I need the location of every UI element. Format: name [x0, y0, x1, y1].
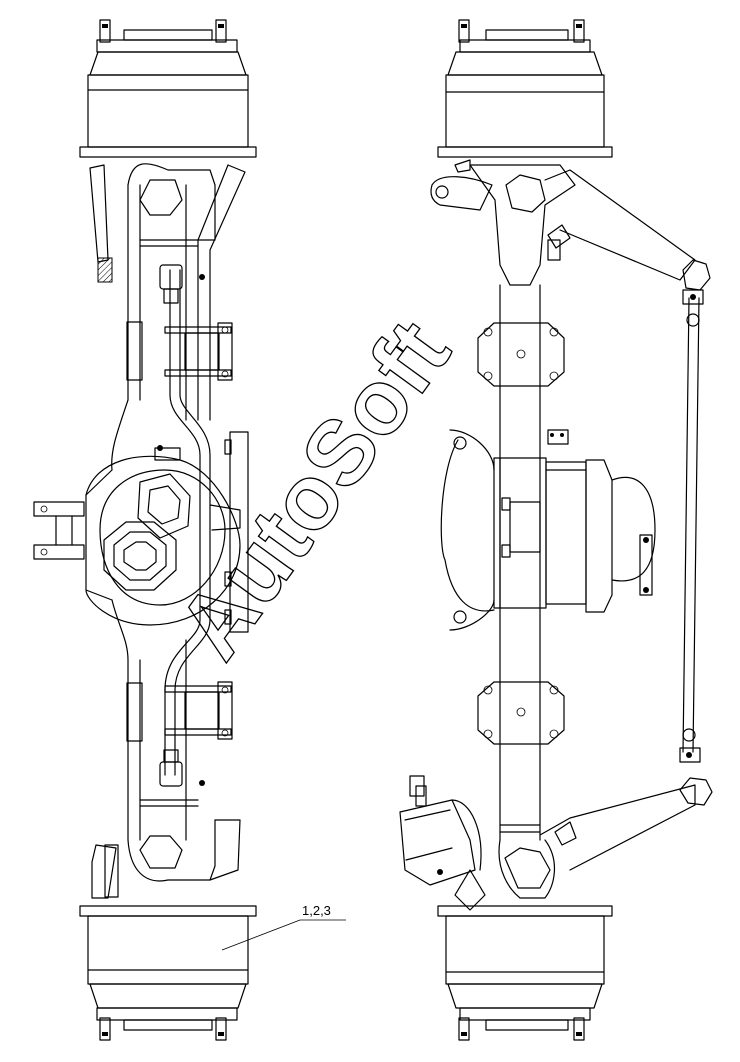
wheel-nut-icon [99, 19, 227, 43]
brake-chamber-lower [399, 775, 486, 911]
drive-flange-yoke [33, 501, 85, 560]
right-axle-view [399, 19, 713, 1041]
steering-knuckle-bottom [498, 777, 713, 899]
axle-beam-right [499, 284, 541, 841]
spring-bracket-left [164, 322, 233, 740]
brake-chamber-center [440, 429, 656, 631]
axle-beam-left [111, 163, 216, 882]
top-brake-drum-right [437, 19, 613, 158]
steering-arm-top [544, 169, 711, 291]
bottom-brake-drum-left [79, 905, 257, 1041]
bottom-brake-drum-right [437, 905, 613, 1041]
drag-link-rod [679, 289, 704, 763]
watermark-text: AutoSoft [159, 303, 470, 677]
spring-pad-right [477, 322, 565, 745]
callout-label: 1,2,3 [302, 903, 331, 918]
tie-rod-end-icon [159, 264, 205, 787]
watermark: AutoSoft [158, 302, 470, 677]
top-brake-drum-left [79, 19, 257, 158]
steering-knuckle-top [430, 159, 576, 286]
left-axle-view: 1,2,3 [33, 19, 346, 1041]
part-callout: 1,2,3 [221, 903, 346, 951]
differential-housing [85, 445, 241, 626]
